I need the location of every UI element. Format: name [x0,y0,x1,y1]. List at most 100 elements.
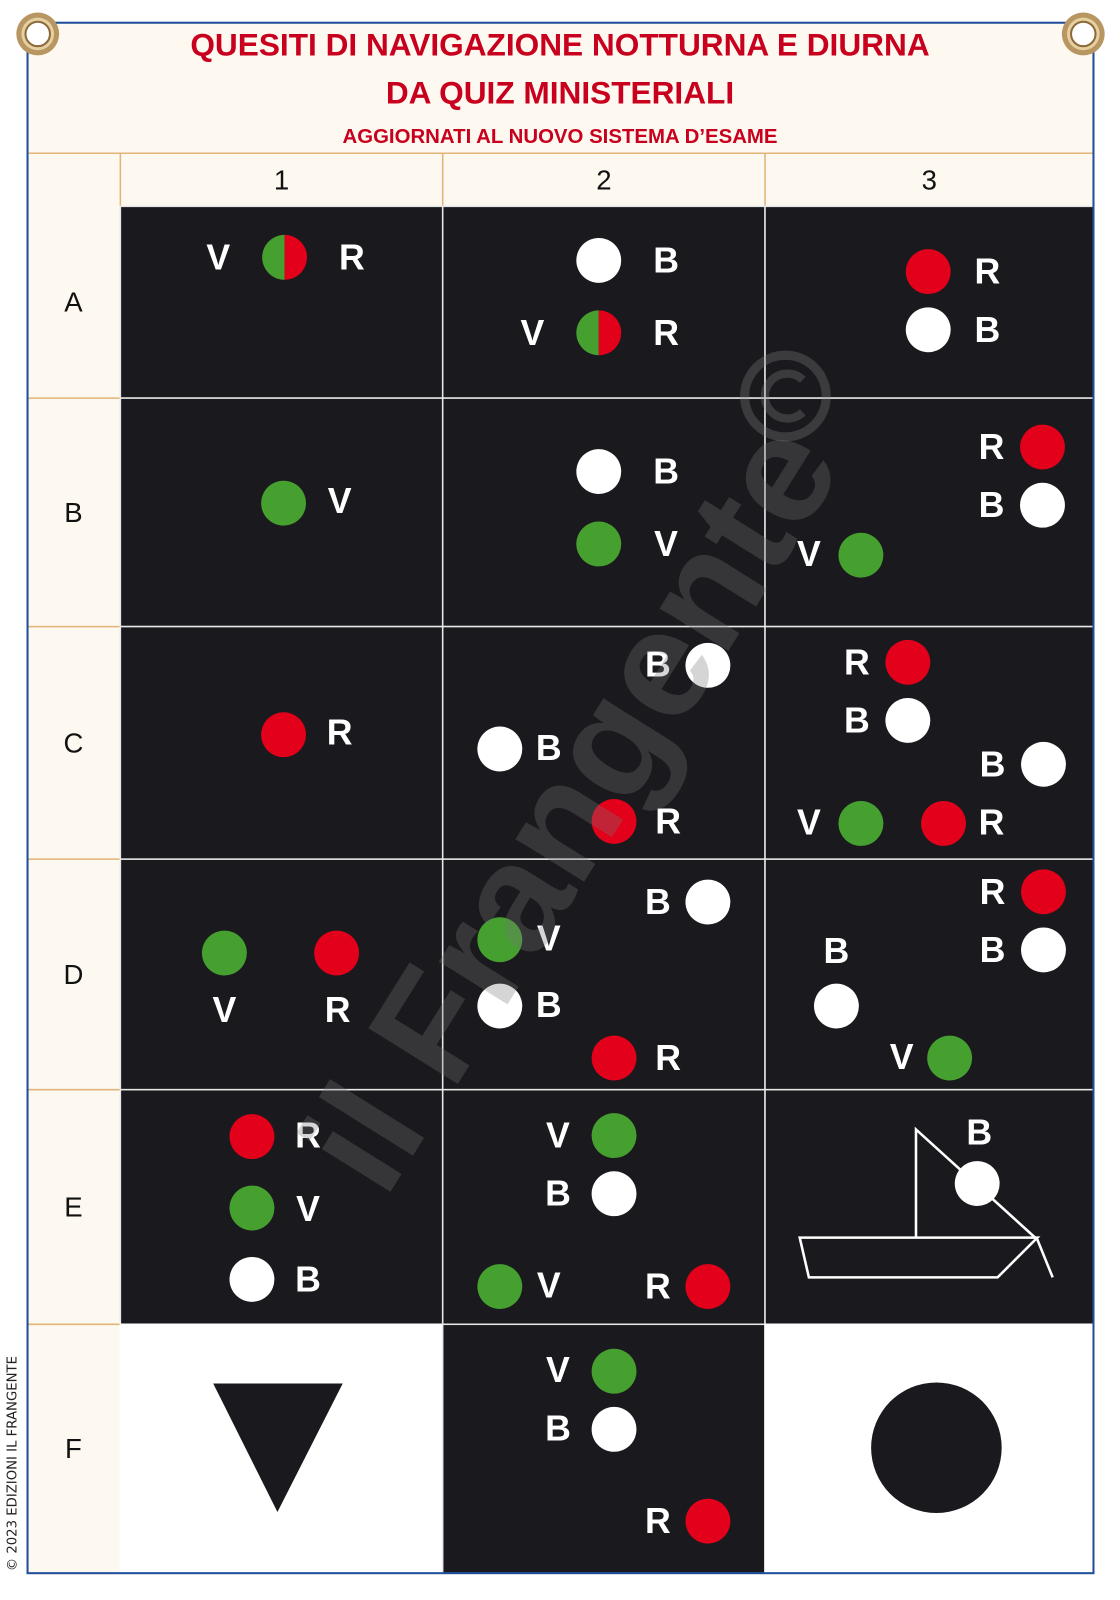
white-light-icon [591,1171,637,1217]
cell-b1: V [119,397,444,628]
white-light-icon [1021,741,1066,787]
white-light-icon [905,307,951,353]
cell-c2: B B R [441,625,766,860]
subtitle: AGGIORNATI AL NUOVO SISTEMA D’ESAME [342,126,777,148]
light-label: B [979,485,1005,525]
light-label: B [645,882,671,922]
light-label: R [980,872,1006,912]
red-light-icon [905,249,951,295]
light-label: V [797,802,821,842]
white-light-icon [685,879,731,925]
row-label-column [27,206,121,1574]
light-label: R [645,1267,671,1307]
light-label: V [521,313,545,353]
white-light-icon [813,983,859,1029]
light-label: R [844,642,870,682]
green-light-icon [229,1185,275,1231]
column-header-3: 3 [922,164,937,195]
row-header-a: A [64,287,83,318]
red-light-icon [229,1114,275,1160]
light-label: B [824,931,850,971]
white-light-icon [954,1161,1000,1206]
column-header-2: 2 [596,164,611,195]
red-light-icon [685,1264,731,1309]
light-label: B [844,700,870,740]
cell-c1: R [119,625,444,860]
white-light-icon [1020,482,1065,528]
copyright-text: © 2023 EDIZIONI IL FRANGENTE [5,1356,20,1571]
sidelight-green-red-icon [576,310,622,356]
light-label: V [328,481,352,521]
white-light-icon [885,697,931,743]
green-light-icon [261,480,307,526]
cell-background [119,205,444,399]
inverted-cone-shape-icon [213,1383,343,1512]
light-label: B [653,240,679,280]
white-light-icon [477,726,523,772]
cell-background [119,858,444,1091]
light-label: B [536,985,562,1025]
cell-f3 [764,1323,1095,1574]
green-light-icon [838,532,884,578]
light-label: B [975,310,1001,350]
light-label: R [325,990,351,1030]
column-header-1: 1 [274,164,289,195]
light-label: R [655,801,681,841]
light-label: R [975,252,1001,292]
light-label: R [339,237,365,277]
white-light-icon [576,237,622,283]
green-light-icon [477,917,523,963]
green-light-icon [927,1035,973,1081]
light-label: R [327,713,353,753]
light-label: B [980,744,1006,784]
green-light-icon [591,1348,637,1394]
light-label: R [653,313,679,353]
light-label: B [295,1259,321,1299]
light-label: B [980,930,1006,970]
red-light-icon [591,798,637,844]
red-light-icon [1021,869,1066,915]
light-label: V [797,534,821,574]
light-label: V [546,1116,570,1156]
light-label: B [536,728,562,768]
cell-background [764,1088,1095,1326]
light-label: R [979,427,1005,467]
light-label: B [545,1174,571,1214]
white-light-icon [1021,927,1066,973]
green-light-icon [591,1113,637,1159]
cell-a2: B V R [441,205,766,399]
header-panel [27,22,1094,207]
light-label: V [537,1266,561,1306]
black-ball-shape-icon [871,1382,1002,1514]
red-light-icon [685,1498,731,1544]
light-label: B [653,452,679,492]
cell-background [119,1088,444,1326]
light-label: B [645,644,671,684]
green-light-icon [201,930,247,976]
red-light-icon [261,712,307,758]
light-label: R [645,1501,671,1541]
grommet-left-icon [16,12,60,56]
light-label: V [654,524,678,564]
white-light-icon [477,983,523,1029]
white-light-icon [229,1256,275,1302]
board-border [26,21,1095,1575]
light-label: R [979,802,1005,842]
cell-f2: VBR [441,1323,766,1574]
light-label: V [537,919,561,959]
red-light-icon [885,639,931,685]
red-light-icon [591,1035,637,1081]
cell-b2: BV [441,397,766,628]
red-light-icon [921,801,966,846]
light-label: V [296,1189,320,1229]
title-line-2: DA QUIZ MINISTERIALI [386,74,734,110]
cell-e3: B [764,1088,1095,1326]
light-label: V [206,237,230,277]
watermark-copyright-icon [740,350,831,442]
